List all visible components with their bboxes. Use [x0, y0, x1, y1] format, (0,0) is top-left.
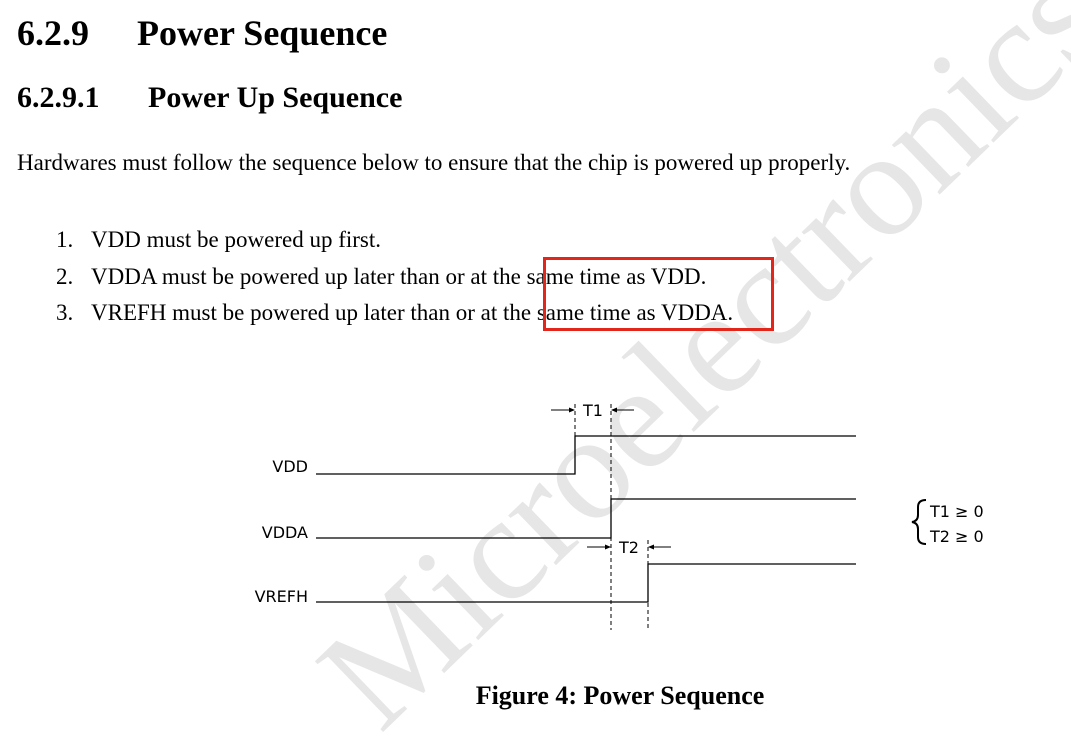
condition-brace: [911, 499, 927, 545]
list-item: 1. VDD must be powered up first.: [56, 225, 733, 262]
signal-label-vdda: VDDA: [262, 523, 308, 542]
section-title: Power Sequence: [137, 13, 388, 53]
signal-label-vdd: VDD: [272, 457, 308, 476]
list-item-text: VDD must be powered up first.: [91, 227, 382, 252]
list-item: 2. VDDA must be powered up later than or …: [56, 262, 733, 299]
signal-label-vrefh: VREFH: [255, 587, 308, 606]
list-item: 3. VREFH must be powered up later than or…: [56, 298, 733, 335]
waveform-vrefh: [316, 563, 856, 603]
subsection-number: 6.2.9.1: [17, 81, 100, 114]
intro-paragraph: Hardwares must follow the sequence below…: [17, 150, 851, 175]
step-list: 1. VDD must be powered up first. 2. VDDA m…: [56, 225, 733, 335]
section-heading: 6.2.9 Power Sequence: [17, 12, 387, 54]
t1-dimension: [551, 407, 634, 413]
waveform-vdd: [316, 435, 856, 475]
list-item-text: VREFH must be powered up later than or a…: [91, 300, 734, 325]
highlight-box: [543, 257, 774, 331]
t2-dimension: [587, 544, 671, 550]
waveform-vdda: [316, 498, 856, 539]
list-item-number: 2.: [56, 263, 74, 289]
t2-label: T2: [618, 538, 639, 557]
condition-t1: T1 ≥ 0: [929, 502, 984, 521]
condition-t2: T2 ≥ 0: [929, 527, 984, 546]
subsection-heading: 6.2.9.1 Power Up Sequence: [17, 81, 402, 115]
section-number: 6.2.9: [17, 13, 89, 53]
subsection-title: Power Up Sequence: [148, 81, 403, 114]
list-item-number: 1.: [56, 227, 74, 252]
list-item-text: VDDA must be powered up later than or at…: [91, 263, 707, 289]
figure-caption: Figure 4: Power Sequence: [475, 681, 765, 710]
t1-label: T1: [582, 401, 603, 420]
list-item-number: 3.: [56, 300, 74, 325]
